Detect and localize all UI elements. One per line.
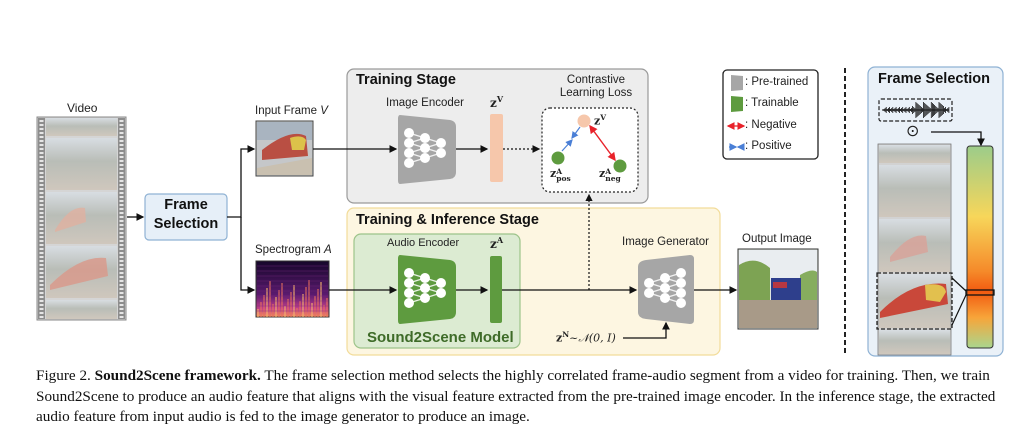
audio-waveform-icon <box>882 102 950 118</box>
za-feature-bar <box>490 256 502 323</box>
image-generator-icon <box>638 255 694 324</box>
audio-encoder-label: Audio Encoder <box>387 237 460 249</box>
inference-stage-title: Training & Inference Stage <box>356 212 539 228</box>
zneg-node <box>613 159 627 173</box>
caption-prefix: Figure 2. <box>36 367 95 384</box>
output-image <box>737 248 819 330</box>
za-label: zA <box>490 235 503 251</box>
zpos-z: z <box>550 167 557 180</box>
loss-zv-sup: V <box>600 113 607 122</box>
contrastive-loss-title: Contrastive Learning Loss <box>552 74 640 100</box>
video-filmstrip <box>36 116 127 321</box>
input-frame-image <box>255 120 314 177</box>
output-image-label: Output Image <box>742 233 812 245</box>
zneg-sup: A <box>605 167 612 176</box>
input-frame-label: Input Frame V <box>255 105 328 117</box>
loss-title-line1: Contrastive <box>566 74 626 86</box>
za-sup: A <box>496 235 504 245</box>
zpos-sub: pos <box>556 174 571 183</box>
loss-zv-label: zV <box>594 113 606 128</box>
image-encoder-icon <box>398 115 456 184</box>
spectrogram-text: Spectrogram <box>255 244 325 256</box>
zpos-node <box>551 151 565 165</box>
input-frame-text: Input Frame <box>255 105 321 117</box>
zv-label: zV <box>490 94 503 110</box>
spectrogram-label: Spectrogram A <box>255 244 332 256</box>
selected-frame-highlight <box>876 272 953 330</box>
image-encoder-label: Image Encoder <box>386 97 464 109</box>
frame-selection-line1: Frame <box>164 197 208 213</box>
legend-trainable-label: : Trainable <box>745 97 799 109</box>
frame-selection-line2: Selection <box>153 216 219 232</box>
noise-dist: ~𝒩(0, I) <box>569 331 616 345</box>
za-z: z <box>490 237 497 251</box>
video-label: Video <box>67 101 98 115</box>
zpos-sup: A <box>556 167 563 176</box>
frame-selection-panel-title: Frame Selection <box>878 71 991 87</box>
sound2scene-model-label: Sound2Scene Model <box>367 329 514 346</box>
legend-pretrained-swatch <box>731 75 743 91</box>
noise-sup: N <box>562 330 570 339</box>
correlation-score-bar <box>966 145 994 349</box>
training-stage-title: Training Stage <box>356 72 456 88</box>
legend-trainable-swatch <box>731 96 743 112</box>
zneg-z: z <box>599 167 606 180</box>
legend-positive-label: : Positive <box>745 140 792 152</box>
caption-body: The frame selection method selects the h… <box>36 367 996 425</box>
legend-pretrained-label: : Pre-trained <box>745 76 809 88</box>
elementwise-product-icon: ⊙ <box>906 121 920 140</box>
loss-zv-z: z <box>594 114 601 128</box>
frame-selection-label: Frame Selection <box>145 196 227 234</box>
figure-caption: Figure 2. Sound2Scene framework. The fra… <box>36 366 1016 428</box>
correlation-peak-marker <box>965 289 995 296</box>
audio-waveform-box <box>878 98 953 122</box>
legend-box <box>722 69 819 160</box>
image-generator-label: Image Generator <box>622 236 709 248</box>
noise-z: z <box>556 331 563 345</box>
spectrogram-var: A <box>324 244 332 256</box>
panel-frame-stack <box>877 143 952 356</box>
legend-negative-label: : Negative <box>745 119 797 131</box>
zv-sup: V <box>496 94 504 104</box>
audio-encoder-icon <box>398 255 456 324</box>
spectrogram-image <box>255 260 330 318</box>
loss-title-line2: Learning Loss <box>559 87 633 99</box>
zv-node <box>577 114 591 128</box>
zv-z: z <box>490 96 497 110</box>
zneg-sub: neg <box>605 174 621 183</box>
input-frame-var: V <box>320 105 328 117</box>
zv-feature-bar <box>490 114 503 182</box>
noise-label: zN~𝒩(0, I) <box>556 330 616 346</box>
caption-title: Sound2Scene framework. <box>94 367 261 384</box>
